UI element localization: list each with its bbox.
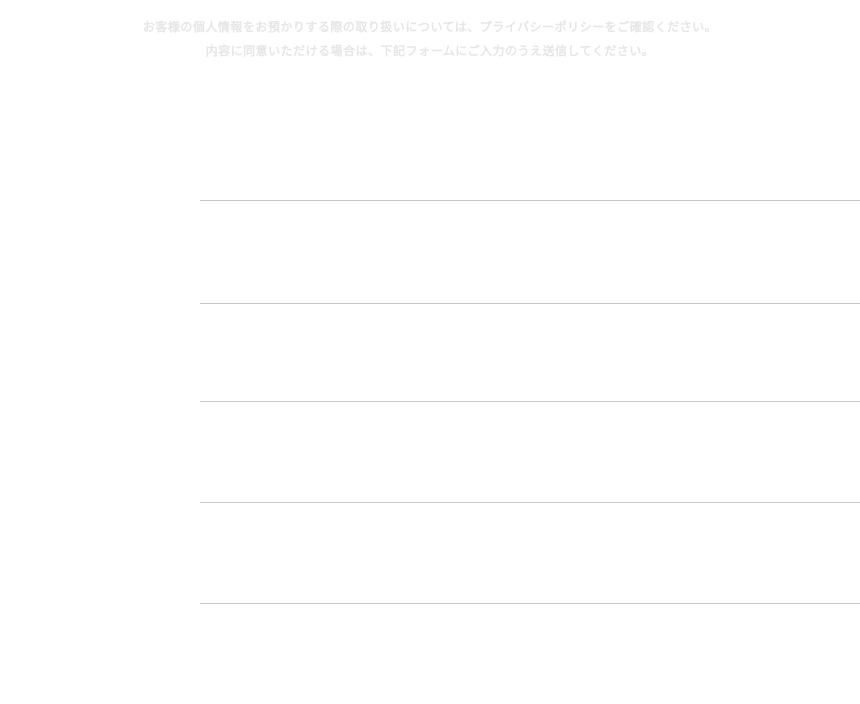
privacy-notice-line-1: お客様の個人情報をお預かりする際の取り扱いについては、プライバシーポリシーをご確… <box>142 20 718 34</box>
privacy-notice: お客様の個人情報をお預かりする際の取り扱いについては、プライバシーポリシーをご確… <box>0 15 860 63</box>
privacy-notice-line-2: 内容に同意いただける場合は、下記フォームにご入力のうえ送信してください。 <box>205 44 655 58</box>
form-row <box>200 502 860 604</box>
form-row <box>200 401 860 503</box>
form-row <box>200 303 860 402</box>
form-bottom-divider <box>200 603 860 604</box>
form-row <box>200 200 860 304</box>
